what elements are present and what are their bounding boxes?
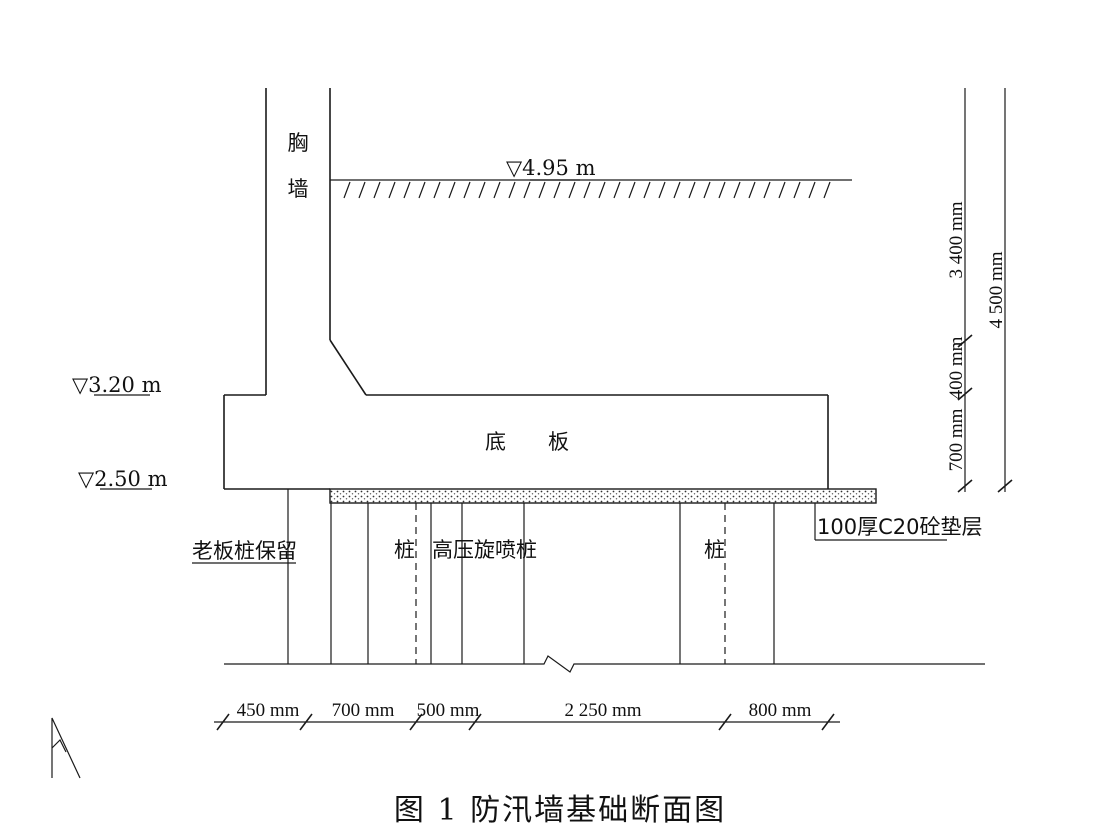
ground-hatch-mark (778, 181, 786, 199)
leader-lines (94, 179, 947, 564)
dim-2250-label: 2 250 mm (564, 700, 641, 721)
ground-hatch-mark (478, 181, 486, 199)
ground-hatch-mark (553, 181, 561, 199)
ground-hatch-mark (718, 181, 726, 199)
dim-500-label: 500 mm (417, 700, 480, 721)
ground-hatch-mark (358, 181, 366, 199)
ground-hatch-mark (598, 181, 606, 199)
ground-hatch-mark (508, 181, 516, 199)
ground-hatch-mark (583, 181, 591, 199)
ground-hatch-mark (613, 181, 621, 199)
ground-hatch-mark (388, 181, 396, 199)
ground-hatch-mark (823, 181, 831, 199)
vertical-dimensions (957, 88, 1013, 493)
dim-450-label: 450 mm (237, 700, 300, 721)
ground-hatch-mark (568, 181, 576, 199)
elevation-top-label: ▽4.95 m (506, 156, 596, 180)
dim-3400-label: 3 400 mm (946, 201, 967, 278)
ground-hatch-mark (628, 181, 636, 199)
corner-mark (51, 717, 81, 779)
bottom-baseline (224, 655, 985, 673)
dim-800-label: 800 mm (749, 700, 812, 721)
elevation-slab-bottom-label: ▽2.50 m (78, 467, 168, 491)
dim-700h-label: 700 mm (332, 700, 395, 721)
old-pile-label: 老板桩保留 (192, 539, 297, 563)
ground-hatch-mark (493, 181, 501, 199)
slab-label: 底 板 (485, 430, 569, 454)
ground-hatch-mark (643, 181, 651, 199)
ground-hatch-mark (793, 181, 801, 199)
ground-hatch-mark (658, 181, 666, 199)
base-slab (223, 394, 829, 490)
dim-400-label: 400 mm (946, 336, 967, 399)
ground-hatch-mark (403, 181, 411, 199)
wall-label-bottom: 墙 (288, 177, 309, 201)
parapet-wall (265, 88, 367, 396)
cushion-layer (329, 488, 877, 504)
figure-caption: 图 1 防汛墙基础断面图 (394, 793, 726, 828)
ground-line-hatch (330, 179, 852, 199)
jet-grout-pile-label: 高压旋喷桩 (432, 538, 537, 562)
pile-left-label: 桩 (394, 538, 415, 562)
elevation-slab-top-label: ▽3.20 m (72, 373, 162, 397)
piles (287, 489, 775, 664)
ground-hatch-mark (343, 181, 351, 199)
ground-hatch-mark (448, 181, 456, 199)
wall-label-top: 胸 (288, 131, 309, 155)
pile-right-label: 桩 (704, 538, 725, 562)
horizontal-dimensions (214, 713, 840, 731)
ground-hatch-mark (463, 181, 471, 199)
ground-hatch-mark (673, 181, 681, 199)
ground-hatch-mark (538, 181, 546, 199)
ground-hatch-mark (808, 181, 816, 199)
ground-hatch-mark (763, 181, 771, 199)
ground-hatch-mark (748, 181, 756, 199)
ground-hatch-mark (433, 181, 441, 199)
ground-hatch-mark (418, 181, 426, 199)
cushion-label: 100厚C20砼垫层 (817, 515, 982, 539)
dim-700-label: 700 mm (946, 408, 967, 471)
ground-hatch-mark (373, 181, 381, 199)
ground-hatch-mark (688, 181, 696, 199)
dim-4500-label: 4 500 mm (986, 251, 1007, 328)
ground-hatch-mark (733, 181, 741, 199)
ground-hatch-mark (703, 181, 711, 199)
ground-hatch-mark (523, 181, 531, 199)
